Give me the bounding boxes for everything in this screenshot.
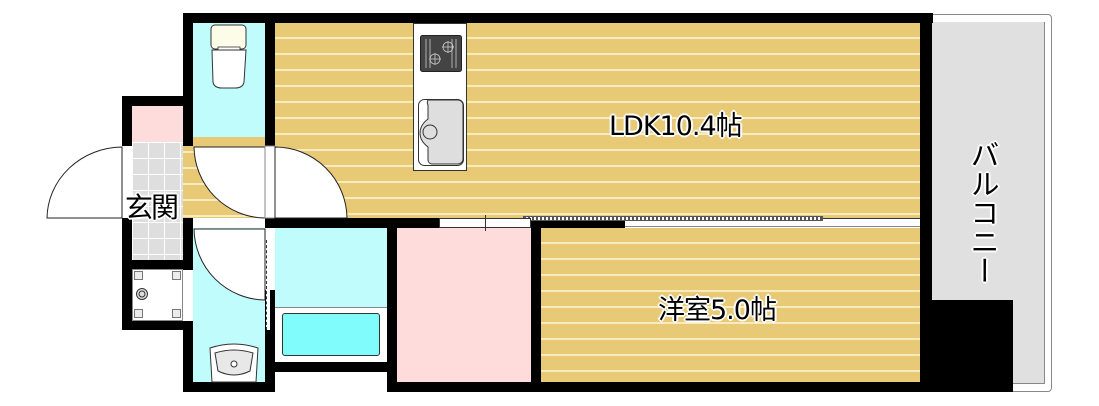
wall-right: [920, 13, 932, 392]
western-room-label: 洋室5.0帖: [658, 295, 777, 326]
wall-entrance-left-lower: [122, 218, 132, 330]
wall-toilet-left: [183, 13, 193, 146]
washer-pan-foot: [134, 271, 143, 280]
closet: [397, 228, 531, 382]
wall-bottom-western: [387, 382, 932, 392]
wall-top: [183, 13, 933, 23]
wall-entrance-top: [122, 96, 193, 106]
ldk-label: LDK10.4帖: [609, 111, 743, 142]
washer-pan-foot: [172, 309, 181, 318]
hall-door-swing[interactable]: [193, 146, 267, 220]
washer-pan-foot: [134, 309, 143, 318]
entrance-label: 玄関: [125, 191, 179, 224]
closet-door-divider: [485, 215, 486, 231]
stove-icon: [420, 35, 462, 72]
wall-entrance-tile-bottom: [122, 260, 193, 269]
entrance-floor: [132, 142, 183, 260]
wall-entrance-right-lower: [183, 218, 193, 270]
wall-closet-right: [531, 218, 541, 392]
ldk-room: [275, 23, 925, 218]
wall-washer-bottom: [122, 321, 193, 330]
sink-icon: [418, 99, 464, 166]
western-room: [541, 228, 925, 382]
wall-closet-left: [387, 218, 397, 392]
toilet-icon: [210, 24, 247, 89]
washroom-door-swing[interactable]: [193, 228, 267, 302]
balcony-label: バルコニー: [966, 140, 1000, 285]
wall-washroom-left: [183, 321, 193, 392]
wall-western-top: [541, 218, 625, 228]
entrance-step: [132, 106, 183, 142]
wall-closet-top: [397, 218, 439, 228]
wall-hall-bottom: [265, 218, 397, 228]
balcony-pillar: [925, 300, 1013, 392]
washbasin-icon: [209, 343, 259, 383]
wall-washroom-right: [265, 290, 275, 392]
sliding-door-panel[interactable]: [523, 216, 823, 221]
wall-washroom-bottom: [183, 382, 275, 392]
bathtub: [282, 313, 380, 356]
wall-entrance-left-upper: [122, 96, 132, 146]
bath-sliding-door[interactable]: [266, 240, 270, 330]
washer-pan-foot: [172, 271, 181, 280]
wall-toilet-right: [265, 13, 275, 146]
entrance-door-swing[interactable]: [45, 146, 125, 220]
wall-bath-bottom: [265, 362, 397, 372]
drain-icon: [136, 288, 148, 300]
ldk-door-swing[interactable]: [264, 145, 349, 220]
